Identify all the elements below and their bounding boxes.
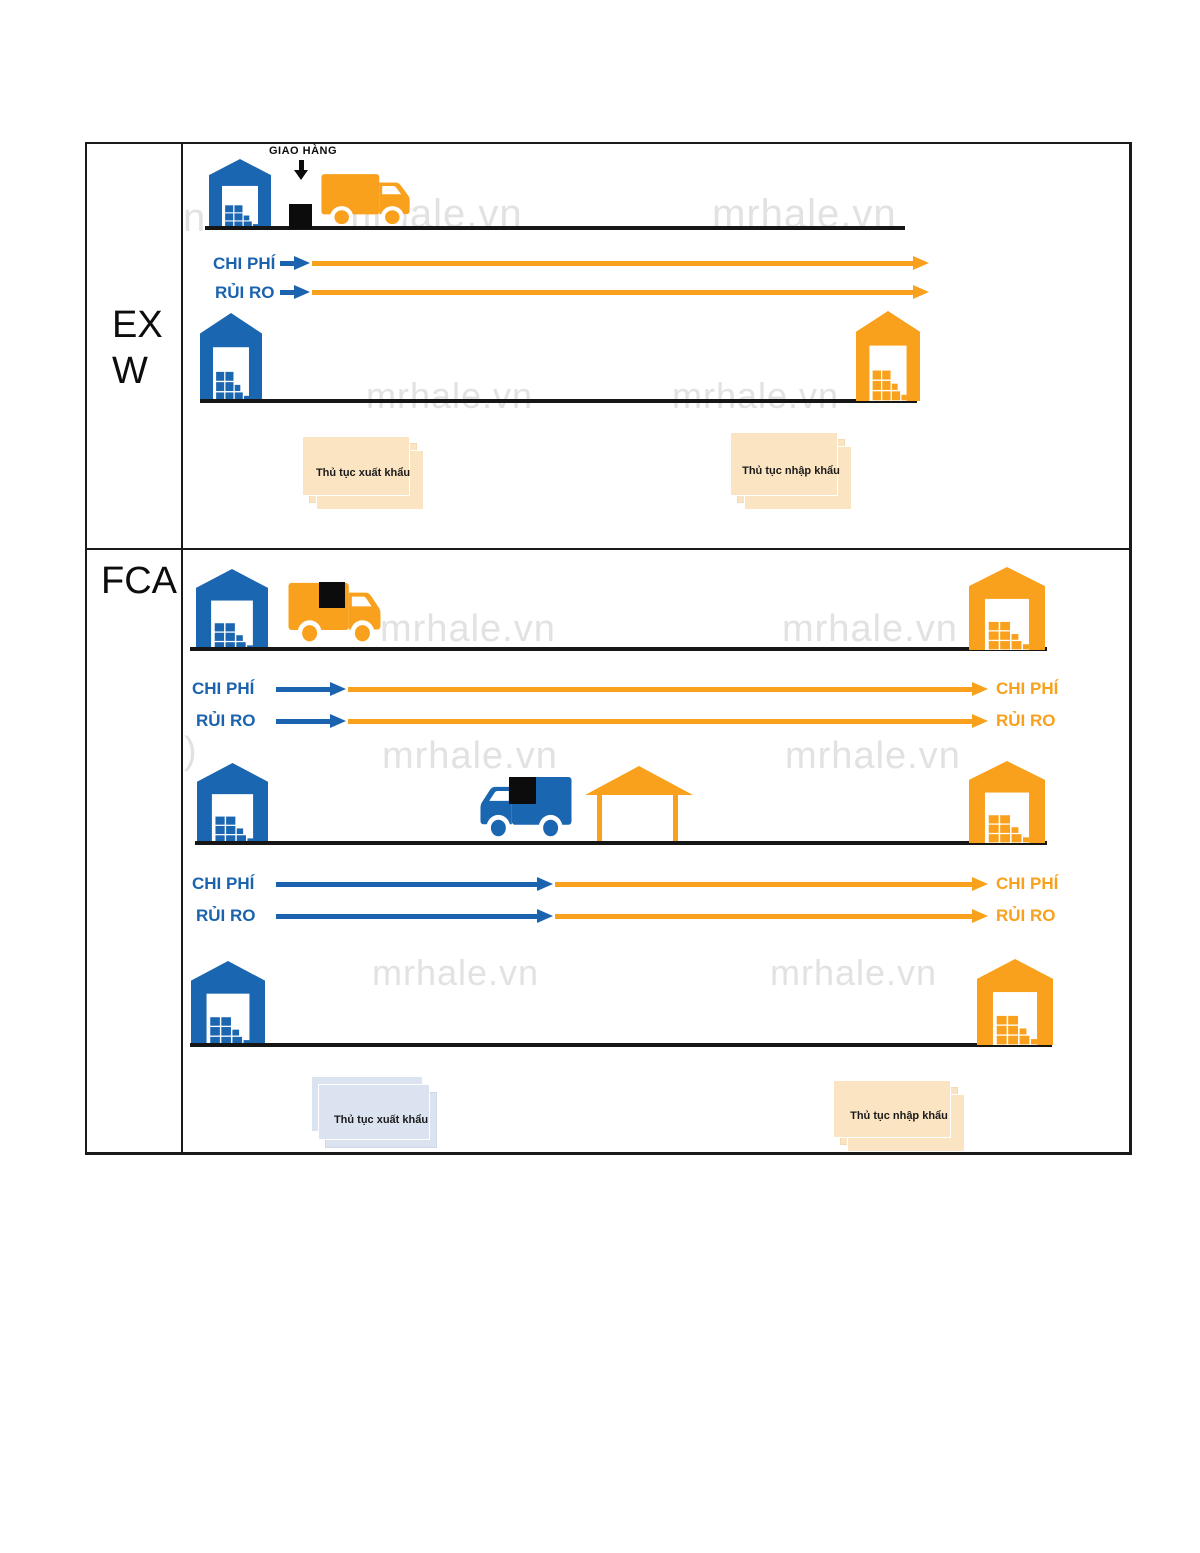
watermark: mrhale.vn	[372, 952, 540, 993]
cost-arrowhead-orange	[972, 682, 988, 696]
risk-arrowhead-orange	[972, 909, 988, 923]
risk-label-buyer: RỦI RO	[996, 711, 1056, 730]
export-procedure-card: Thủ tục xuất khẩu	[311, 1076, 437, 1148]
import-procedure-text: Thủ tục nhập khẩu	[742, 465, 840, 477]
cost-label-buyer: CHI PHÍ	[996, 679, 1059, 698]
cost-label: CHI PHÍ	[192, 874, 255, 893]
risk-arrow-blue	[276, 914, 537, 919]
import-procedure-card: Thủ tục nhập khẩu	[833, 1080, 965, 1152]
cost-arrowhead-orange	[972, 877, 988, 891]
watermark: mrhale.vn	[382, 735, 558, 777]
risk-arrowhead-blue	[330, 714, 346, 728]
risk-arrowhead-orange	[913, 285, 929, 299]
cargo-box-icon	[319, 582, 345, 608]
cargo-box-icon	[289, 204, 312, 229]
cost-arrowhead-blue	[294, 256, 310, 270]
risk-label-buyer: RỦI RO	[996, 906, 1056, 925]
watermark: mrhale.vn	[782, 608, 958, 650]
watermark: mrhale.vn	[785, 735, 961, 777]
row-label-fca: FCA	[101, 560, 177, 602]
terminal-shelter-leg	[673, 793, 678, 843]
risk-label: RỦI RO	[196, 906, 256, 925]
cost-arrow-blue	[276, 882, 537, 887]
watermark: mrhale.vn	[770, 952, 938, 993]
cost-label: CHI PHÍ	[213, 254, 276, 273]
watermark-fragment: n	[183, 196, 207, 240]
risk-arrowhead-blue	[294, 285, 310, 299]
risk-arrowhead-blue	[537, 909, 553, 923]
risk-label: RỦI RO	[215, 283, 275, 302]
ground-line	[195, 841, 1047, 845]
ground-line	[205, 226, 905, 230]
watermark-fragment: )	[184, 730, 198, 772]
cost-arrow-orange	[312, 261, 913, 266]
delivery-arrow-shaft	[299, 160, 304, 170]
risk-label: RỦI RO	[196, 711, 256, 730]
cost-arrow-orange	[348, 687, 972, 692]
cost-arrow-blue	[276, 687, 330, 692]
risk-arrow-orange	[348, 719, 972, 724]
cost-label: CHI PHÍ	[192, 679, 255, 698]
ground-line	[190, 1043, 1052, 1047]
terminal-shelter-leg	[597, 793, 602, 843]
delivery-arrow-down-icon	[294, 170, 308, 180]
watermark: mrhale.vn	[672, 375, 840, 416]
cost-arrowhead-blue	[330, 682, 346, 696]
ground-line	[200, 399, 917, 403]
ground-line	[190, 647, 1047, 651]
risk-arrow-blue	[280, 290, 294, 295]
risk-arrow-orange	[555, 914, 972, 919]
watermark: mrhale.vn	[380, 608, 556, 650]
watermark: mrhale.vn	[366, 375, 534, 416]
table-border	[85, 142, 1132, 1155]
export-procedure-card: Thủ tục xuất khẩu	[302, 436, 424, 510]
cost-arrowhead-orange	[913, 256, 929, 270]
cost-arrow-blue	[280, 261, 294, 266]
table-column-divider	[181, 142, 183, 1155]
delivery-label: GIAO HÀNG	[269, 145, 338, 157]
export-procedure-text: Thủ tục xuất khẩu	[315, 467, 411, 479]
export-procedure-text: Thủ tục xuất khẩu	[333, 1114, 429, 1126]
cost-arrow-orange	[555, 882, 972, 887]
table-row-divider	[85, 548, 1132, 550]
risk-arrow-blue	[276, 719, 330, 724]
import-procedure-text: Thủ tục nhập khẩu	[850, 1110, 948, 1122]
risk-arrowhead-orange	[972, 714, 988, 728]
risk-arrow-orange	[312, 290, 913, 295]
cost-arrowhead-blue	[537, 877, 553, 891]
cost-label-buyer: CHI PHÍ	[996, 874, 1059, 893]
import-procedure-card: Thủ tục nhập khẩu	[730, 432, 852, 510]
row-label-exw: EXW	[112, 304, 163, 392]
cargo-box-icon	[509, 777, 536, 804]
